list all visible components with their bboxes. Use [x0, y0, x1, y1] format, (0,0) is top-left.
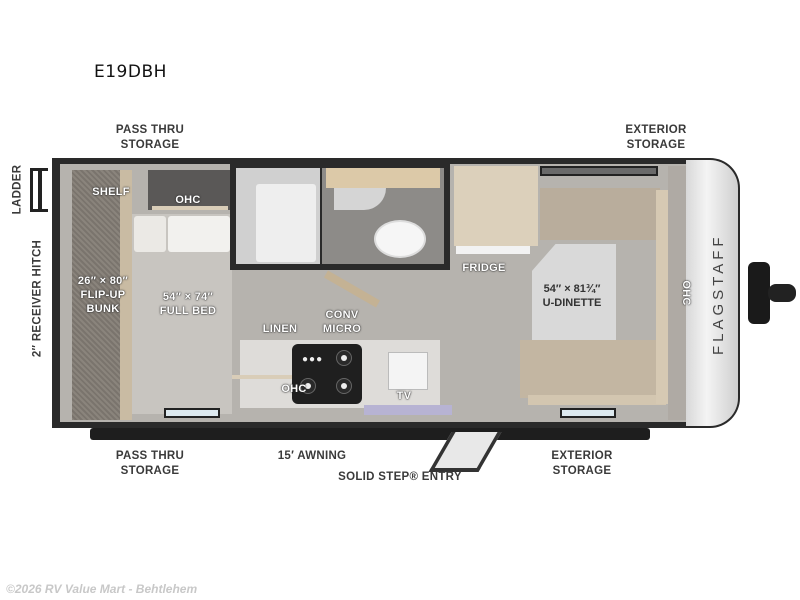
burner-dot	[341, 383, 347, 389]
cooktop: ●●●	[292, 344, 362, 404]
ladder-label: LADDER	[11, 164, 24, 215]
front-cap	[686, 158, 740, 428]
label-line: STORAGE	[552, 465, 612, 477]
label-line: 54″ × 81¾″	[543, 283, 601, 295]
fridge	[454, 166, 538, 246]
ohc-rear-label: OHC	[175, 194, 201, 206]
label-line: MICRO	[322, 323, 362, 335]
burner-icon	[300, 378, 316, 394]
awning	[90, 428, 650, 440]
receiver-hitch-label: 2″ RECEIVER HITCH	[31, 239, 44, 358]
label-line: CONV	[325, 309, 359, 321]
micro-label: CONV MICRO	[314, 308, 370, 336]
label-line: EXTERIOR	[551, 450, 613, 462]
label-line: PASS THRU	[115, 124, 185, 136]
ohc-front-label: OHC	[680, 280, 692, 306]
entry-label: SOLID STEP® ENTRY	[338, 471, 462, 483]
tv-label: TV	[396, 390, 412, 402]
label-line: STORAGE	[120, 139, 180, 151]
jack-icon	[768, 284, 796, 302]
dinette-bench	[520, 340, 666, 398]
fridge-door	[456, 246, 530, 254]
window-front-top	[540, 166, 658, 176]
label-line: 26″ × 80″	[77, 275, 129, 287]
hitch-icon	[748, 262, 770, 324]
window-rear-bottom	[164, 408, 220, 418]
full-bed-label: 54″ × 74″ FULL BED	[146, 290, 230, 318]
label-line: FLIP-UP	[80, 289, 126, 301]
label-line: 54″ × 74″	[162, 291, 214, 303]
burner-dot	[305, 383, 311, 389]
shelf-label: SHELF	[92, 186, 130, 198]
shower-pan	[256, 184, 316, 262]
pillow	[168, 216, 230, 252]
kitchen-sink	[388, 352, 428, 390]
pass-thru-storage-top-label: PASS THRU STORAGE	[100, 123, 200, 153]
front-overhead-cabinet	[668, 166, 686, 420]
bathroom-sink	[334, 188, 386, 210]
bunk-edge	[120, 170, 132, 420]
ladder-rung	[38, 168, 42, 212]
cabinet-trim	[152, 206, 228, 210]
bunk-label: 26″ × 80″ FLIP-UP BUNK	[66, 274, 140, 316]
ohc-kitchen-label: OHC	[281, 383, 307, 395]
burner-icon	[336, 350, 352, 366]
label-line: EXTERIOR	[625, 124, 687, 136]
dinette-bench-edge	[528, 395, 666, 405]
label-line: PASS THRU	[115, 450, 185, 462]
brand-mark: FLAGSTAFF	[710, 233, 727, 355]
exterior-storage-top-label: EXTERIOR STORAGE	[606, 123, 706, 153]
label-line: STORAGE	[626, 139, 686, 151]
window-front-bottom	[560, 408, 616, 418]
burner-icon	[336, 378, 352, 394]
rear-overhead-cabinet	[148, 170, 232, 210]
label-line: U-DINETTE	[542, 297, 602, 309]
burner-dot	[341, 355, 347, 361]
dinette-seat-back	[540, 188, 660, 240]
model-title: E19DBH	[94, 62, 167, 82]
tv-icon	[364, 405, 452, 415]
pillow	[134, 216, 166, 252]
linen-shelf	[232, 375, 332, 379]
copyright-footer: ©2026 RV Value Mart - Behtlehem	[6, 582, 198, 596]
control-dots-icon: ●●●	[302, 354, 324, 365]
linen-label: LINEN	[262, 323, 298, 335]
label-line: STORAGE	[120, 465, 180, 477]
flip-up-bunk	[72, 170, 122, 420]
bathroom-vanity	[326, 168, 440, 188]
pass-thru-storage-bottom-label: PASS THRU STORAGE	[100, 449, 200, 479]
exterior-storage-bottom-label: EXTERIOR STORAGE	[532, 449, 632, 479]
toilet-icon	[374, 220, 426, 258]
fridge-label: FRIDGE	[462, 262, 506, 274]
dinette-table	[532, 244, 616, 340]
awning-label: 15′ AWNING	[277, 450, 347, 462]
label-line: BUNK	[86, 303, 120, 315]
label-line: FULL BED	[159, 305, 217, 317]
dinette-label: 54″ × 81¾″ U-DINETTE	[530, 282, 614, 310]
dinette-side-seat	[656, 190, 668, 404]
